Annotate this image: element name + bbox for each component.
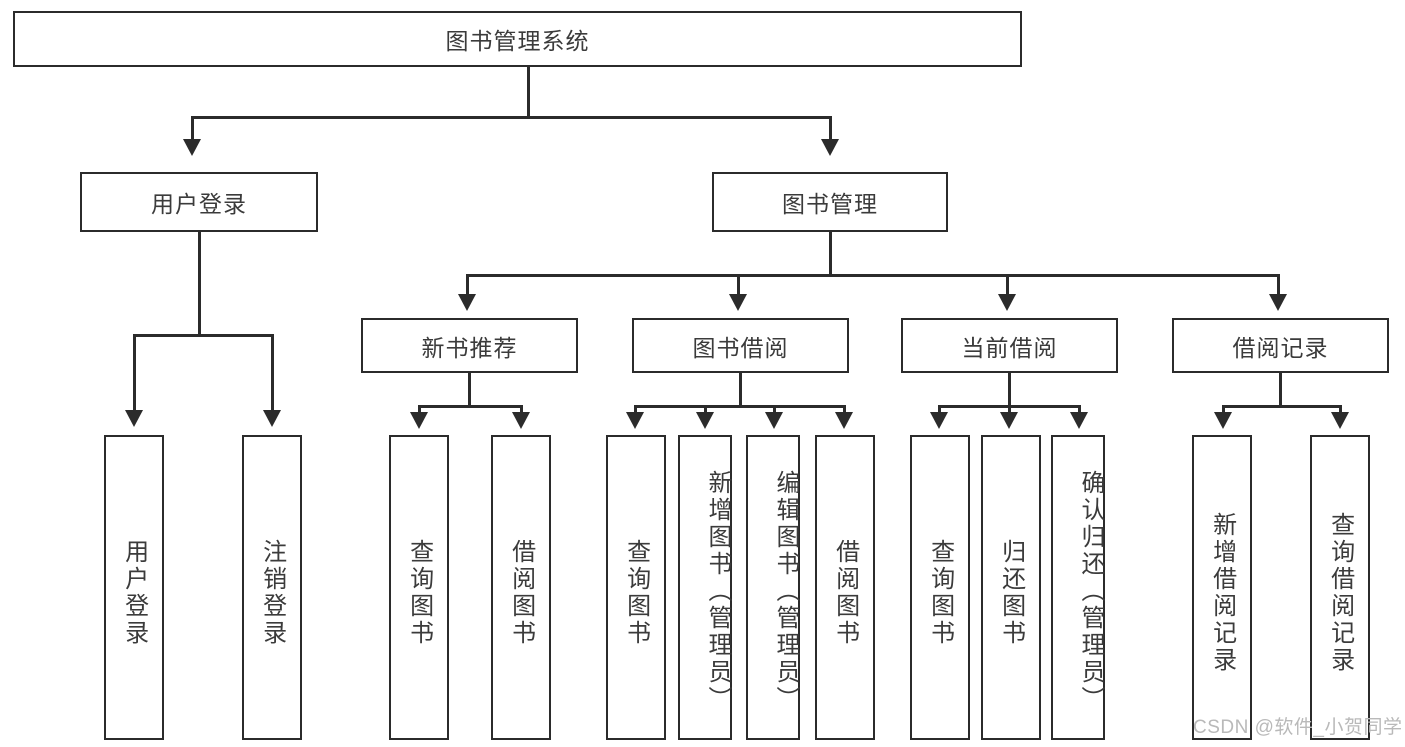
edge-user-login-to-leaf-1: [133, 334, 136, 414]
node-label: 图书管理系统: [445, 28, 590, 54]
node-label: 归还图书: [997, 538, 1025, 647]
edge-book-borrow-stem: [739, 373, 742, 407]
node-label: 借阅记录: [1232, 334, 1329, 361]
node-label: 借阅图书: [507, 538, 535, 647]
arrow-bm-to-new-book: [458, 294, 476, 311]
edge-book-borrow-to-leaf-2: [704, 405, 707, 417]
edge-borrow-record-stem: [1279, 373, 1282, 407]
node-label: 查询图书: [926, 538, 954, 647]
edge-book-borrow-to-leaf-4: [843, 405, 846, 417]
arrow-root-to-user-login: [183, 139, 201, 156]
arrow-book-borrow-to-leaf-2: [696, 412, 714, 429]
node-label: 用户登录: [151, 191, 247, 217]
leaf-current-borrow-confirm-return-admin[interactable]: 确认归还（管理员）: [1051, 435, 1105, 740]
edge-bm-to-current-borrow: [1006, 274, 1009, 298]
arrow-current-borrow-to-leaf-3: [1070, 412, 1088, 429]
arrow-book-borrow-to-leaf-3: [765, 412, 783, 429]
node-label: 查询图书: [622, 538, 650, 647]
leaf-borrow-record-add-record[interactable]: 新增借阅记录: [1192, 435, 1252, 740]
arrow-user-login-to-leaf-1: [125, 410, 143, 427]
edge-root-to-book-management: [829, 116, 832, 143]
arrow-new-book-to-leaf-2: [512, 412, 530, 429]
edge-root-stem: [527, 67, 530, 118]
edge-current-borrow-stem: [1008, 373, 1011, 407]
node-label: 查询图书: [405, 538, 433, 647]
leaf-book-borrow-edit-book-admin[interactable]: 编辑图书（管理员）: [746, 435, 800, 740]
node-current-borrow[interactable]: 当前借阅: [901, 318, 1118, 373]
edge-book-borrow-bar: [634, 405, 846, 408]
arrow-user-login-to-leaf-2: [263, 410, 281, 427]
leaf-book-borrow-borrow-book[interactable]: 借阅图书: [815, 435, 875, 740]
edge-book-borrow-to-leaf-1: [634, 405, 637, 417]
leaf-current-borrow-return-book[interactable]: 归还图书: [981, 435, 1041, 740]
edge-new-book-to-leaf-2: [520, 405, 523, 417]
arrow-borrow-record-to-leaf-1: [1214, 412, 1232, 429]
edge-new-book-stem: [468, 373, 471, 407]
node-label: 图书借阅: [692, 334, 789, 361]
edge-borrow-record-bar: [1222, 405, 1342, 408]
arrow-bm-to-book-borrow: [729, 294, 747, 311]
node-label: 注销登录: [258, 538, 286, 647]
arrow-new-book-to-leaf-1: [410, 412, 428, 429]
edge-current-borrow-to-leaf-3: [1078, 405, 1081, 417]
edge-book-borrow-to-leaf-3: [773, 405, 776, 417]
edge-borrow-record-to-leaf-2: [1339, 405, 1342, 417]
csdn-watermark: CSDN @软件_小贺同学: [1193, 717, 1403, 738]
arrow-bm-to-current-borrow: [998, 294, 1016, 311]
node-label: 确认归还（管理员）: [1077, 470, 1104, 713]
node-label: 新增图书（管理员）: [704, 470, 731, 713]
edge-user-login-to-leaf-2: [271, 334, 274, 414]
arrow-book-borrow-to-leaf-4: [835, 412, 853, 429]
edge-bm-to-new-book: [466, 274, 469, 298]
arrow-current-borrow-to-leaf-1: [930, 412, 948, 429]
edge-user-login-stem: [198, 232, 201, 336]
leaf-new-book-borrow-book[interactable]: 借阅图书: [491, 435, 551, 740]
edge-current-borrow-to-leaf-1: [938, 405, 941, 417]
edge-user-login-bar: [133, 334, 274, 337]
leaf-user-login-login[interactable]: 用户登录: [104, 435, 164, 740]
node-label: 编辑图书（管理员）: [772, 470, 799, 713]
node-label: 用户登录: [120, 538, 148, 647]
node-label: 当前借阅: [961, 334, 1058, 361]
arrow-bm-to-borrow-record: [1269, 294, 1287, 311]
node-label: 新增借阅记录: [1208, 511, 1236, 674]
leaf-new-book-query-book[interactable]: 查询图书: [389, 435, 449, 740]
node-new-book-recommend[interactable]: 新书推荐: [361, 318, 578, 373]
arrow-current-borrow-to-leaf-2: [1000, 412, 1018, 429]
arrow-root-to-book-management: [821, 139, 839, 156]
node-label: 查询借阅记录: [1326, 511, 1354, 674]
arrow-borrow-record-to-leaf-2: [1331, 412, 1349, 429]
edge-book-management-bar: [466, 274, 1280, 277]
node-label: 借阅图书: [831, 538, 859, 647]
edge-bm-to-borrow-record: [1277, 274, 1280, 298]
edge-root-to-user-login: [191, 116, 194, 143]
node-user-login[interactable]: 用户登录: [80, 172, 318, 232]
arrow-book-borrow-to-leaf-1: [626, 412, 644, 429]
leaf-borrow-record-query-record[interactable]: 查询借阅记录: [1310, 435, 1370, 740]
edge-borrow-record-to-leaf-1: [1222, 405, 1225, 417]
node-borrow-record[interactable]: 借阅记录: [1172, 318, 1389, 373]
edge-new-book-bar: [418, 405, 523, 408]
node-book-management[interactable]: 图书管理: [712, 172, 948, 232]
node-root-book-management-system[interactable]: 图书管理系统: [13, 11, 1022, 67]
edge-root-bar: [191, 116, 832, 119]
node-label: 新书推荐: [421, 334, 518, 361]
leaf-book-borrow-query-book[interactable]: 查询图书: [606, 435, 666, 740]
edge-book-management-stem: [829, 232, 832, 276]
leaf-book-borrow-add-book-admin[interactable]: 新增图书（管理员）: [678, 435, 732, 740]
edge-new-book-to-leaf-1: [418, 405, 421, 417]
edge-current-borrow-to-leaf-2: [1008, 405, 1011, 417]
leaf-user-login-logout[interactable]: 注销登录: [242, 435, 302, 740]
node-book-borrow[interactable]: 图书借阅: [632, 318, 849, 373]
leaf-current-borrow-query-book[interactable]: 查询图书: [910, 435, 970, 740]
edge-bm-to-book-borrow: [737, 274, 740, 298]
node-label: 图书管理: [782, 191, 878, 217]
